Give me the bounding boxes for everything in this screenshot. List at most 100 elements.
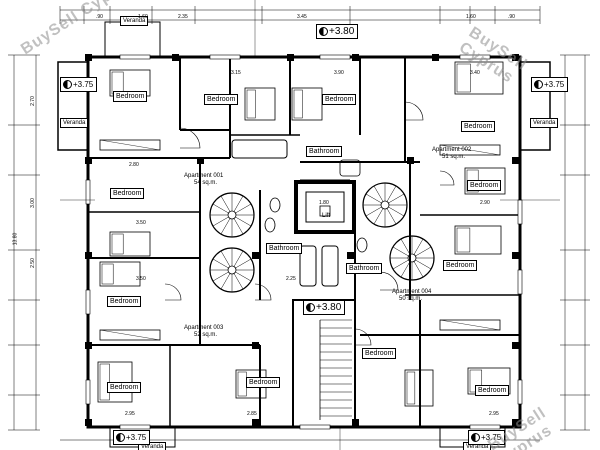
basin — [339, 159, 361, 177]
column — [512, 252, 519, 259]
room-bedroom-6: Bedroom — [467, 180, 502, 191]
toilet — [269, 197, 281, 213]
spiral-stair-step — [235, 216, 252, 227]
spiral-stair-step — [413, 238, 424, 255]
apartment-003-area: 52 sq.m. — [194, 332, 218, 338]
column — [347, 252, 354, 259]
spiral-stair-step — [413, 261, 424, 278]
spiral-stair-step — [365, 193, 382, 204]
room-bedroom-3: Bedroom — [322, 94, 357, 105]
bathtub — [321, 245, 339, 287]
column — [252, 419, 259, 426]
window — [85, 289, 91, 315]
lift-car — [305, 191, 345, 223]
room-bedroom-8: Bedroom — [443, 260, 478, 271]
toilet — [264, 217, 276, 233]
door-swing — [254, 283, 272, 301]
apartment-004-name: Apartment 004 — [392, 289, 432, 295]
column — [85, 54, 92, 61]
column — [432, 54, 439, 61]
spiral-stair-step — [233, 250, 244, 267]
dim-room-3: 3.40 — [470, 70, 480, 76]
spiral-stair-step — [212, 203, 229, 214]
veranda-left — [57, 61, 89, 151]
spiral-stair-step — [233, 218, 244, 235]
room-bathroom-1: Bathroom — [306, 146, 343, 157]
bathtub — [231, 139, 288, 159]
door-swing — [179, 127, 201, 149]
room-bathroom-3: Bathroom — [346, 263, 383, 274]
spiral-stair-core — [227, 210, 237, 220]
spiral-stair-step — [388, 193, 405, 204]
bed-pillow — [456, 227, 471, 253]
dim-room-1: 3.15 — [231, 70, 241, 76]
dim-room-10: 2.85 — [247, 411, 257, 417]
room-veranda-1: Veranda — [60, 118, 89, 128]
apartment-001-area: 54 sq.m. — [194, 180, 218, 186]
column — [85, 342, 92, 349]
room-bedroom-4: Bedroom — [461, 121, 496, 132]
spiral-stair-core — [380, 200, 390, 210]
bed-pillow — [406, 371, 416, 405]
room-bedroom-11: Bedroom — [246, 377, 281, 388]
dim-room-2: 3.90 — [334, 70, 344, 76]
dim-room-12: 1.80 — [319, 200, 329, 206]
room-veranda-3: Veranda — [120, 16, 149, 26]
wardrobe — [439, 319, 501, 331]
spiral-stair-step — [415, 246, 432, 257]
column — [85, 419, 92, 426]
bed — [464, 167, 506, 195]
lift-box — [319, 205, 331, 217]
spiral-stair-step — [392, 259, 409, 270]
spiral-stair-step — [220, 273, 231, 290]
level-marker-bottom-right: +3.75 — [468, 430, 506, 445]
spiral-stair-step — [220, 250, 231, 267]
bed — [404, 369, 434, 407]
spiral-stair-step — [415, 259, 432, 270]
apartment-004-area: 50 sq.m. — [399, 296, 423, 302]
dim-room-5: 2.90 — [480, 200, 490, 206]
room-bedroom-12: Bedroom — [475, 385, 510, 396]
room-bathroom-2: Bathroom — [266, 243, 303, 254]
bed — [454, 225, 502, 255]
window — [299, 424, 331, 430]
apartment-003-name: Apartment 003 — [184, 325, 224, 331]
spiral-stair-step — [386, 185, 397, 202]
window — [85, 179, 91, 205]
column — [512, 342, 519, 349]
window — [517, 379, 523, 405]
column — [352, 54, 359, 61]
room-bedroom-7: Bedroom — [107, 296, 142, 307]
spiral-stair-step — [235, 271, 252, 282]
dim-top-3: 2.35 — [178, 14, 188, 20]
window — [119, 54, 151, 60]
bed-pillow — [111, 233, 124, 255]
level-marker-top: +3.80 — [316, 24, 359, 39]
window — [469, 424, 501, 430]
spiral-stair-step — [386, 208, 397, 225]
spiral-stair-step — [212, 216, 229, 227]
column — [352, 419, 359, 426]
bed — [109, 231, 151, 257]
window — [85, 379, 91, 405]
door-swing — [354, 328, 372, 346]
wardrobe-cross — [439, 319, 501, 331]
door-swing — [164, 283, 182, 301]
column — [197, 157, 204, 164]
spiral-stair-step — [220, 195, 231, 212]
level-marker-left: +3.75 — [60, 77, 98, 92]
room-bedroom-10: Bedroom — [107, 382, 142, 393]
spiral-stair-step — [233, 195, 244, 212]
apartment-001-name: Apartment 001 — [184, 173, 224, 179]
bed-pillow — [293, 89, 303, 119]
spiral-stair-step — [392, 246, 409, 257]
wardrobe — [439, 144, 501, 156]
window — [209, 54, 241, 60]
dim-room-9: 2.95 — [125, 411, 135, 417]
room-bedroom-9: Bedroom — [362, 348, 397, 359]
spiral-stair-step — [212, 271, 229, 282]
toilet — [356, 237, 368, 253]
dim-room-4: 2.80 — [129, 162, 139, 168]
door-swing — [379, 271, 399, 291]
